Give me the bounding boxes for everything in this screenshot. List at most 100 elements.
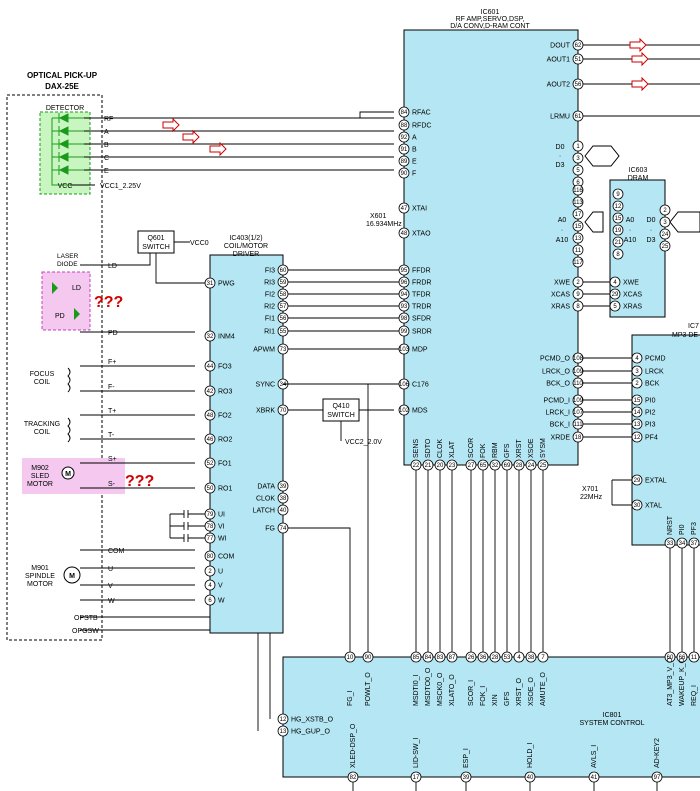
svg-text:4: 4: [635, 356, 639, 362]
svg-text:16.934MHz: 16.934MHz: [366, 221, 402, 228]
svg-text:4: 4: [613, 280, 617, 286]
svg-text:A: A: [412, 135, 417, 142]
svg-text:PCMD: PCMD: [645, 356, 666, 363]
svg-text:RF AMP,SERVO,DSP,: RF AMP,SERVO,DSP,: [456, 16, 525, 23]
svg-text:25: 25: [662, 244, 669, 250]
svg-text:21: 21: [425, 463, 432, 469]
svg-text:IC603: IC603: [629, 167, 648, 174]
ic801-pin-xlato_o: XLATO_O: [449, 674, 456, 706]
svg-text:17: 17: [575, 212, 582, 218]
bus-arrow-icon: [584, 145, 620, 167]
svg-text:25: 25: [540, 463, 547, 469]
svg-text:OPSTB: OPSTB: [74, 615, 98, 622]
svg-text:46: 46: [207, 437, 214, 443]
pickup-title: OPTICAL PICK-UP: [27, 71, 98, 80]
ic7: IC7 MP3 DE X701 22MHz: [580, 323, 700, 546]
svg-text:109: 109: [573, 369, 584, 375]
svg-text:113: 113: [573, 200, 583, 206]
svg-text:51: 51: [575, 57, 582, 63]
svg-text:C176: C176: [412, 382, 429, 389]
svg-text:FRDR: FRDR: [412, 280, 431, 287]
ic601-pin-xlat: XLAT: [449, 440, 456, 458]
svg-text:DRIVER: DRIVER: [233, 251, 259, 258]
svg-text:BCK_I: BCK_I: [550, 422, 570, 429]
svg-text:XRDE: XRDE: [551, 435, 571, 442]
ic801-pin-gfs: GFS: [504, 691, 511, 706]
svg-text:98: 98: [401, 316, 408, 322]
svg-text:17: 17: [413, 775, 420, 781]
svg-text:FO3: FO3: [218, 364, 232, 371]
svg-text:13: 13: [280, 729, 287, 735]
svg-text:10: 10: [347, 655, 354, 661]
svg-text:PCMD_O: PCMD_O: [540, 356, 571, 363]
svg-text:117: 117: [573, 260, 583, 266]
svg-text:IC601: IC601: [481, 9, 500, 16]
svg-text:82: 82: [350, 775, 357, 781]
svg-text:88: 88: [401, 123, 408, 129]
svg-text:D0: D0: [647, 217, 656, 224]
svg-text:D3: D3: [556, 162, 565, 169]
svg-text:32: 32: [207, 334, 214, 340]
svg-text:RI1: RI1: [264, 329, 275, 336]
svg-text:D0: D0: [556, 144, 565, 151]
ic403: IC403(1/2) COIL/MOTOR DRIVER: [209, 235, 284, 634]
svg-text:15: 15: [615, 216, 622, 222]
svg-text:HG_XSTB_O: HG_XSTB_O: [291, 717, 334, 724]
svg-text:D/A CONV,D-RAM CONT: D/A CONV,D-RAM CONT: [450, 23, 530, 30]
svg-text:RF: RF: [104, 116, 113, 123]
svg-text:WI: WI: [218, 536, 227, 543]
detector-diodes: [51, 113, 84, 186]
svg-text:XTAL: XTAL: [645, 503, 662, 510]
svg-text:9: 9: [576, 292, 580, 298]
ic801-pin-xled-dsp_o: XLED-DSP_O: [350, 723, 357, 768]
svg-text:32: 32: [492, 463, 499, 469]
question-marks-1: ???: [94, 294, 123, 311]
svg-text:·: ·: [559, 153, 561, 160]
pickup-model: DAX-25E: [45, 82, 79, 91]
svg-text:DATA: DATA: [257, 484, 275, 491]
svg-text:COM: COM: [218, 554, 235, 561]
tracking-label-1: TRACKING: [24, 421, 60, 428]
svg-text:61: 61: [575, 114, 582, 120]
pd-label: PD: [55, 313, 65, 320]
svg-text:41: 41: [591, 775, 598, 781]
svg-text:53: 53: [504, 655, 511, 661]
svg-text:X701: X701: [582, 486, 598, 493]
svg-text:28: 28: [516, 463, 523, 469]
svg-text:62: 62: [575, 43, 582, 49]
svg-text:MDP: MDP: [412, 347, 428, 354]
svg-text:8: 8: [576, 304, 580, 310]
spindle-motor: MOTOR: [27, 581, 53, 588]
svg-text:V: V: [108, 583, 113, 590]
svg-text:FG: FG: [265, 526, 275, 533]
svg-text:F-: F-: [108, 384, 115, 391]
svg-text:U: U: [218, 569, 223, 576]
svg-text:42: 42: [207, 389, 214, 395]
signal-arrow-icon: [162, 117, 180, 133]
svg-text:B: B: [412, 147, 417, 154]
ic801-pin-xsoe_o: XSOE_O: [528, 677, 535, 706]
svg-text:56: 56: [575, 82, 582, 88]
svg-text:A0: A0: [626, 217, 635, 224]
ic7-pin-nrst: NRST: [667, 515, 674, 535]
svg-text:AOUT2: AOUT2: [547, 82, 570, 89]
svg-text:48: 48: [207, 413, 214, 419]
svg-text:90: 90: [401, 171, 408, 177]
svg-text:OPGSW: OPGSW: [72, 628, 99, 635]
svg-text:2: 2: [663, 208, 667, 214]
